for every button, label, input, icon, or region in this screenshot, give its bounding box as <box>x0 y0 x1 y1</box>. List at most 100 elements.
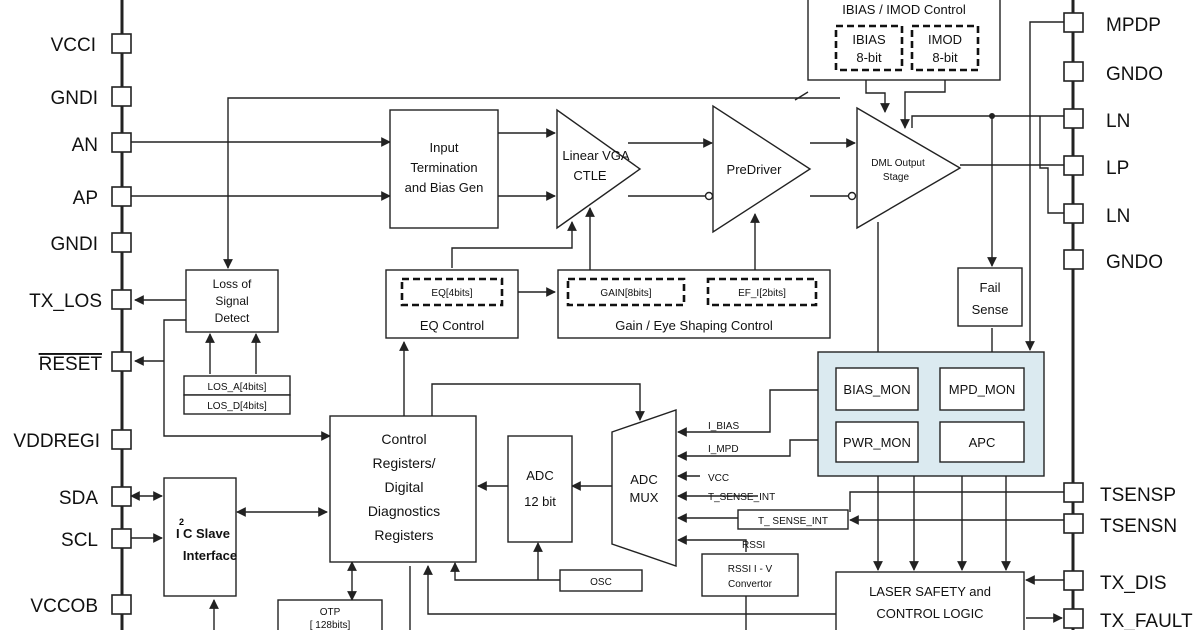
fail-sense-block: Fail Sense <box>957 267 1023 327</box>
otp-block: OTP [ 128bits] <box>277 599 383 630</box>
rssi-conv-line-1: RSSI I - V <box>728 564 773 575</box>
ctrl-regs-line-3: Digital <box>385 479 424 495</box>
i2c-line-1: C Slave <box>183 526 230 541</box>
pin-tsensp-label: TSENSP <box>1100 485 1176 506</box>
t-sense-int-label: T_ SENSE_INT <box>758 516 828 527</box>
signal-i-mpd: I_MPD <box>708 444 739 455</box>
loss-of-signal-block: Loss of Signal Detect <box>185 269 279 333</box>
imod-label: IMOD <box>928 32 962 47</box>
eq-control-label: EQ Control <box>420 318 484 333</box>
pin-tx-los[interactable]: TX_LOS <box>29 289 132 312</box>
pin-gndi-2[interactable]: GNDI <box>51 232 132 255</box>
pin-ap-label: AP <box>73 188 98 209</box>
pin-ap[interactable]: AP <box>73 186 132 209</box>
vga-line-1: Linear VGA <box>562 148 630 163</box>
pin-vddregi[interactable]: VDDREGI <box>13 429 132 452</box>
ef-register: EF_I[2bits] <box>738 288 786 299</box>
pin-ln-1-label: LN <box>1106 111 1130 132</box>
pin-vcci[interactable]: VCCI <box>51 33 132 56</box>
pin-ln-2[interactable]: LN <box>1063 203 1130 227</box>
pin-vcci-label: VCCI <box>51 35 96 56</box>
imod-bits: 8-bit <box>932 50 958 65</box>
pin-vddregi-label: VDDREGI <box>13 431 100 452</box>
gain-control-label: Gain / Eye Shaping Control <box>615 318 773 333</box>
pin-reset[interactable]: RESET <box>39 351 132 375</box>
control-registers-block: Control Registers/ Digital Diagnostics R… <box>329 415 477 563</box>
otp-line-1: OTP <box>320 607 341 618</box>
dml-line-1: DML Output <box>871 158 925 169</box>
mpd-mon-label: MPD_MON <box>949 382 1015 397</box>
input-termination-block: Input Termination and Bias Gen <box>389 109 499 229</box>
ctrl-regs-line-2: Registers/ <box>372 455 435 471</box>
pin-an[interactable]: AN <box>72 132 132 156</box>
pin-ln-2-label: LN <box>1106 206 1130 227</box>
pin-lp[interactable]: LP <box>1063 155 1129 179</box>
signal-vcc: VCC <box>708 473 729 484</box>
adc-mux-block: ADC MUX <box>611 409 677 567</box>
ibias-label: IBIAS <box>852 32 886 47</box>
i2c-line-2: Interface <box>183 548 237 563</box>
laser-safety-block: LASER SAFETY and CONTROL LOGIC <box>835 571 1025 630</box>
vga-ctle-amplifier: Linear VGA CTLE <box>556 108 642 230</box>
predriver-amplifier: PreDriver <box>712 104 812 234</box>
pin-gndo-2-label: GNDO <box>1106 252 1163 273</box>
los-line-1: Loss of <box>213 277 252 291</box>
input-term-line-1: Input <box>430 140 459 155</box>
rssi-converter-block: RSSI I - V Convertor <box>701 553 799 597</box>
pin-gndo-2[interactable]: GNDO <box>1063 249 1163 273</box>
apc-label: APC <box>969 435 996 450</box>
los-line-2: Signal <box>215 294 248 308</box>
gain-register: GAIN[8bits] <box>600 288 651 299</box>
laser-safety-line-1: LASER SAFETY and <box>869 584 991 599</box>
ctrl-regs-line-4: Diagnostics <box>368 503 440 519</box>
mux-signal-labels: I_BIAS I_MPD VCC T_SENSE_INT RSSI <box>708 421 775 551</box>
adc-block: ADC 12 bit <box>507 435 573 543</box>
adc-line-1: ADC <box>526 468 553 483</box>
i2c-superscript: 2 <box>179 517 184 527</box>
pin-tsensn[interactable]: TSENSN <box>1063 513 1177 537</box>
pin-sda[interactable]: SDA <box>59 486 132 509</box>
input-term-line-2: Termination <box>410 160 477 175</box>
pin-reset-label: RESET <box>39 354 103 375</box>
pin-tx-dis-label: TX_DIS <box>1100 573 1167 594</box>
bias-mod-control-block: IBIAS / IMOD Control IBIAS 8-bit IMOD 8-… <box>807 0 1001 81</box>
los-line-3: Detect <box>215 311 250 325</box>
wires <box>130 21 1064 630</box>
pin-tx-fault[interactable]: TX_FAULT <box>1063 608 1193 630</box>
adc-mux-line-2: MUX <box>630 490 659 505</box>
pin-tsensp[interactable]: TSENSP <box>1063 482 1176 506</box>
adc-mux-line-1: ADC <box>630 472 657 487</box>
pin-mpdp-label: MPDP <box>1106 15 1161 36</box>
t-sense-int-block: T_ SENSE_INT <box>737 509 849 530</box>
ctrl-regs-line-1: Control <box>381 431 426 447</box>
pin-ln-1[interactable]: LN <box>1063 108 1130 132</box>
ibias-bits: 8-bit <box>856 50 882 65</box>
monitor-panel: BIAS_MON MPD_MON PWR_MON APC <box>817 351 1045 477</box>
fail-sense-line-1: Fail <box>980 280 1001 295</box>
ctrl-regs-line-5: Registers <box>374 527 433 543</box>
pin-tx-dis[interactable]: TX_DIS <box>1063 570 1167 594</box>
vga-line-2: CTLE <box>573 168 607 183</box>
pin-an-label: AN <box>72 135 98 156</box>
signal-i-bias: I_BIAS <box>708 421 739 432</box>
bias-mod-control-title: IBIAS / IMOD Control <box>842 2 966 17</box>
pin-gndo-1[interactable]: GNDO <box>1063 61 1163 85</box>
left-pins: VCCI GNDI AN AP GNDI TX_LOS RESET VDDREG… <box>13 33 132 617</box>
pin-mpdp[interactable]: MPDP <box>1063 12 1161 36</box>
predriver-label: PreDriver <box>727 162 783 177</box>
eq-register: EQ[4bits] <box>431 288 472 299</box>
rssi-conv-line-2: Convertor <box>728 579 773 590</box>
dml-output-stage: DML Output Stage <box>856 106 962 230</box>
osc-label: OSC <box>590 577 612 588</box>
pin-tsensn-label: TSENSN <box>1100 516 1177 537</box>
pin-gndi-1[interactable]: GNDI <box>51 86 132 109</box>
pin-lp-label: LP <box>1106 158 1129 179</box>
pin-vccob-label: VCCOB <box>30 596 98 617</box>
pin-vccob[interactable]: VCCOB <box>30 594 132 617</box>
signal-t-sense-int: T_SENSE_INT <box>708 492 775 503</box>
signal-rssi: RSSI <box>742 540 765 551</box>
pin-gndi-1-label: GNDI <box>51 88 99 109</box>
pin-scl-label: SCL <box>61 530 98 551</box>
pin-scl[interactable]: SCL <box>61 528 132 551</box>
